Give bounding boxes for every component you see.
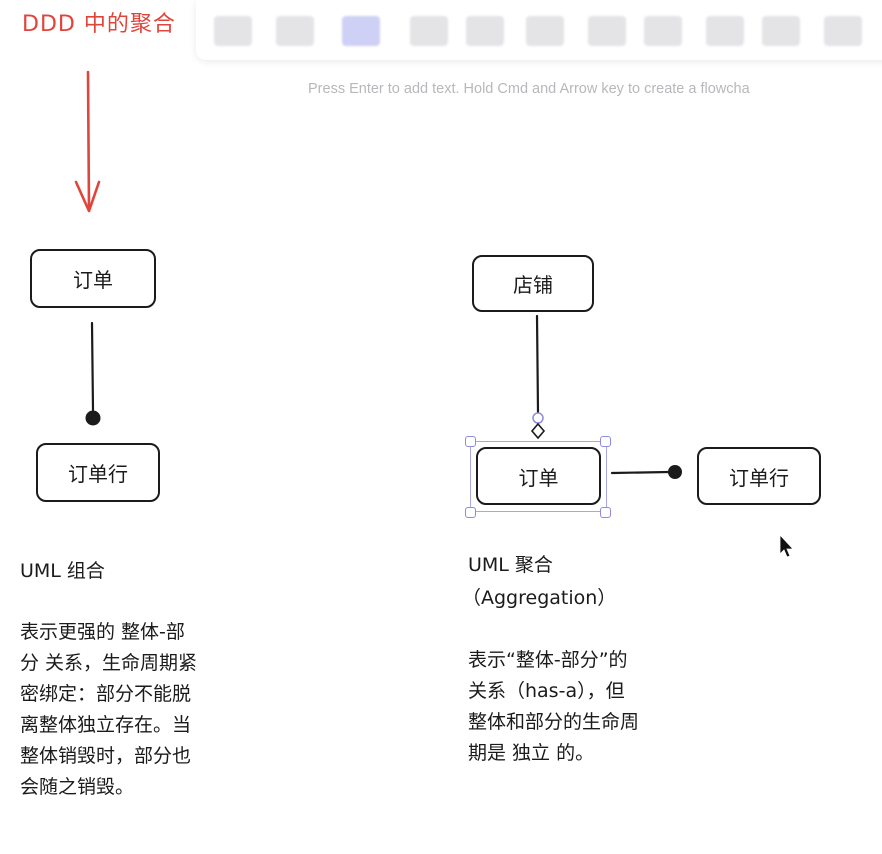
uml-aggregation-subtitle[interactable]: （Aggregation） [462,587,617,609]
image-tool-icon[interactable] [824,16,862,46]
description-line: 密绑定：部分不能脱 [20,683,192,705]
resize-handle-bottom-right[interactable] [600,507,611,518]
description-line: 关系（has-a），但 [468,680,625,702]
selection-tool-icon[interactable] [342,16,380,46]
description-line: 离整体独立存在。当 [20,714,192,736]
node-label: 订单 [73,268,113,292]
node-label: 店铺 [513,273,553,297]
uml-composition-title[interactable]: UML 组合 [20,560,105,582]
selection-box[interactable] [470,441,607,512]
pencil-tool-icon[interactable] [706,16,744,46]
ellipse-tool-icon[interactable] [526,16,564,46]
description-line: 表示更强的 整体-部 [20,621,185,643]
filled-dot-icon [85,410,101,426]
node-label: 订单行 [68,462,128,486]
line-tool-icon[interactable] [644,16,682,46]
toolbar-hint-text: Press Enter to add text. Hold Cmd and Ar… [308,81,750,97]
resize-handle-top-right[interactable] [600,436,611,447]
description-line: 期是 独立 的。 [468,742,595,764]
rectangle-tool-icon[interactable] [410,16,448,46]
composition-description[interactable]: 表示更强的 整体-部 分 关系，生命周期紧 密绑定：部分不能脱 离整体独立存在。… [20,617,197,803]
mouse-cursor-icon [779,533,794,558]
resize-handle-bottom-left[interactable] [465,507,476,518]
diamond-tool-icon[interactable] [466,16,504,46]
node-store[interactable]: 店铺 [472,255,594,312]
hand-tool-icon[interactable] [276,16,314,46]
aggregation-connector[interactable] [530,314,546,440]
description-line: 表示“整体-部分”的 [468,649,628,671]
uml-aggregation-title[interactable]: UML 聚合 [468,554,553,576]
node-label: 订单 [518,465,559,490]
aggregation-description[interactable]: 表示“整体-部分”的 关系（has-a），但 整体和部分的生命周 期是 独立 的… [468,645,639,769]
resize-handle-top-left[interactable] [465,436,476,447]
description-line: 整体销毁时，部分也 [20,745,192,767]
lock-tool-icon[interactable] [214,16,252,46]
node-order-line-left[interactable]: 订单行 [36,443,160,502]
drawing-toolbar [196,0,882,60]
description-line: 分 关系，生命周期紧 [20,652,198,674]
node-order-right[interactable]: 订单 [476,447,601,505]
node-order-left[interactable]: 订单 [30,249,156,308]
description-line: 整体和部分的生命周 [468,711,640,733]
red-down-arrow[interactable] [74,70,101,213]
node-label: 订单行 [729,465,789,490]
composition-connector[interactable] [85,321,101,426]
hollow-diamond-icon [530,422,546,440]
node-order-line-right[interactable]: 订单行 [697,447,821,505]
filled-dot-icon [668,465,682,479]
connector-handle-icon [532,412,544,424]
arrow-tool-icon[interactable] [588,16,626,46]
text-tool-icon[interactable] [762,16,800,46]
order-line-connector[interactable] [610,465,682,479]
ddd-aggregate-heading[interactable]: DDD 中的聚合 [22,12,176,37]
description-line: 会随之销毁。 [20,776,135,798]
